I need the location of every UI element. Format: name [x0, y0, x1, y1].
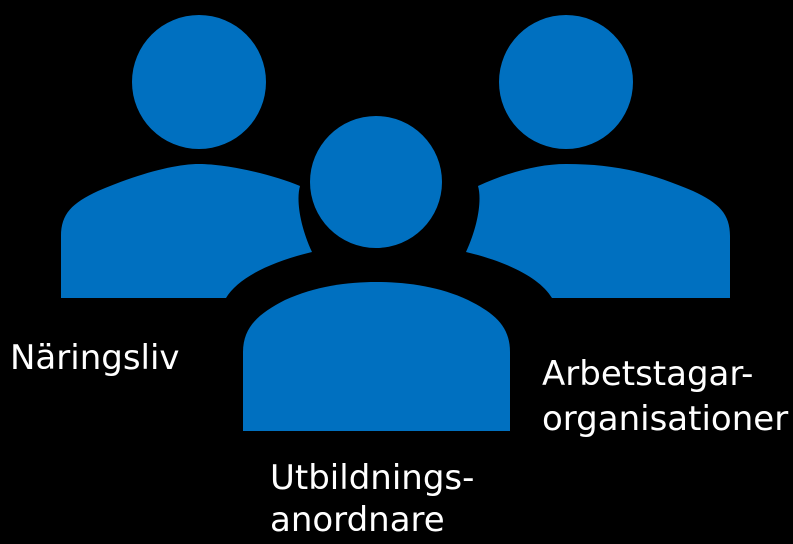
label-bottom-line-2: anordnare — [270, 500, 445, 540]
left-person-icon — [61, 15, 312, 298]
center-person-head — [310, 116, 442, 248]
center-person-icon — [243, 116, 510, 431]
label-bottom-line-1: Utbildnings- — [270, 458, 475, 498]
label-right-line-2: organisationer — [542, 399, 789, 439]
label-right-line-1: Arbetstagar- — [542, 354, 754, 394]
label-utbildningsanordnare: Utbildnings- anordnare — [270, 457, 474, 541]
label-arbetstagarorganisationer: Arbetstagar- organisationer — [542, 352, 788, 442]
left-person-head — [132, 15, 266, 149]
right-person-icon — [466, 15, 730, 298]
label-naringsliv: Näringsliv — [10, 338, 180, 378]
left-person-body — [61, 164, 312, 298]
right-person-body — [466, 164, 730, 298]
center-person-body — [243, 282, 510, 431]
right-person-head — [499, 15, 633, 149]
